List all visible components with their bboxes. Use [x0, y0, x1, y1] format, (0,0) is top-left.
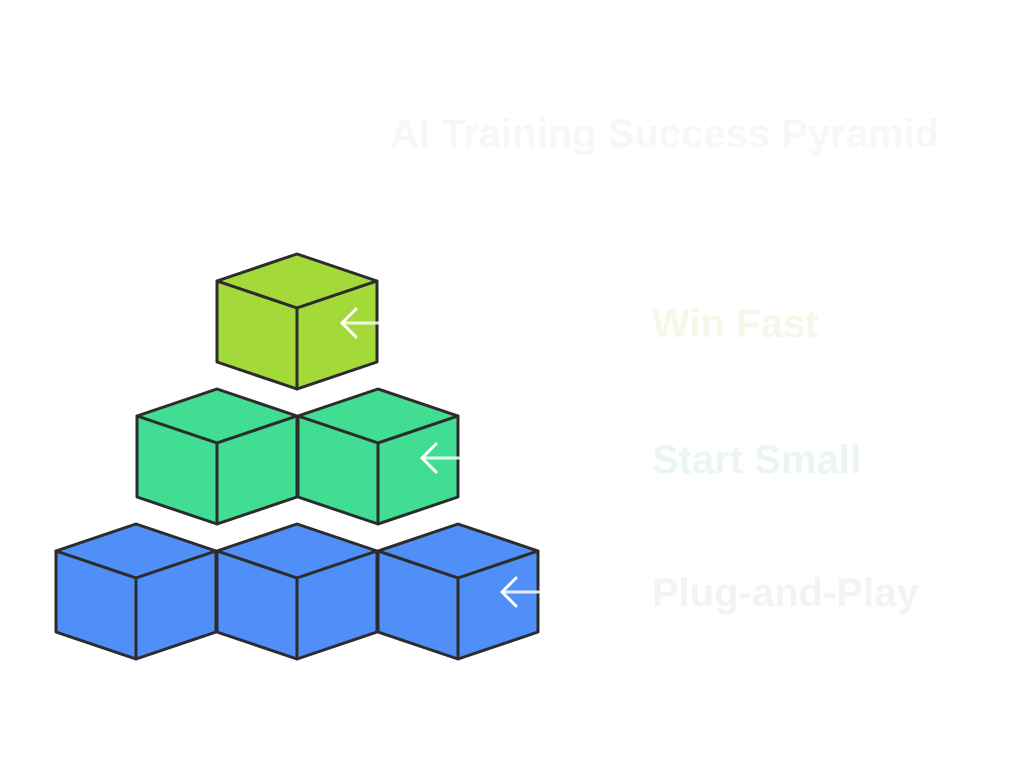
- level-label-win-fast: Win Fast: [652, 302, 819, 346]
- cube-middle-left: [135, 387, 299, 526]
- cube-bottom-right: [376, 522, 540, 661]
- cube-bottom-middle: [215, 522, 379, 661]
- level-label-plug-and-play: Plug-and-Play: [652, 571, 919, 615]
- arrow-plug-and-play: [500, 576, 622, 608]
- arrow-start-small: [420, 442, 622, 474]
- cube-middle-right: [296, 387, 460, 526]
- diagram-title: AI Training Success Pyramid: [390, 112, 940, 156]
- arrow-win-fast: [340, 307, 622, 339]
- level-label-start-small: Start Small: [652, 438, 861, 482]
- cube-bottom-left: [54, 522, 218, 661]
